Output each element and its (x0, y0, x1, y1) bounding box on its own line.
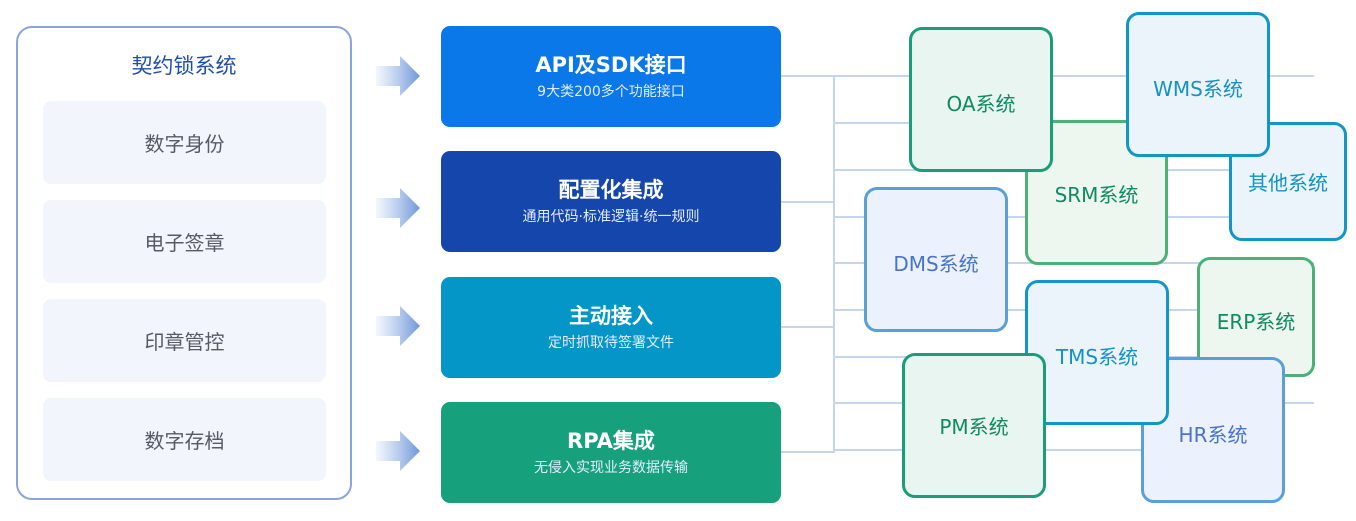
arrow-right-icon (376, 188, 420, 228)
method-subtitle: 通用代码·标准逻辑·统一规则 (522, 208, 700, 225)
module-digital-identity: 数字身份 (43, 101, 326, 184)
method-card-active-access: 主动接入 定时抓取待签署文件 (441, 277, 781, 378)
arrow-right-icon (376, 306, 420, 346)
method-card-rpa: RPA集成 无侵入实现业务数据传输 (441, 402, 781, 503)
arrow-right-icon (376, 56, 420, 96)
contract-lock-system-panel: 契约锁系统 数字身份 电子签章 印章管控 数字存档 (16, 26, 352, 500)
system-box-tms: TMS系统 (1025, 280, 1169, 425)
method-card-configuration: 配置化集成 通用代码·标准逻辑·统一规则 (441, 151, 781, 252)
module-e-signature: 电子签章 (43, 200, 326, 283)
connector-line (781, 75, 834, 77)
module-seal-control: 印章管控 (43, 299, 326, 382)
method-title: RPA集成 (567, 428, 655, 453)
arrow-right-icon (376, 431, 420, 471)
system-box-pm: PM系统 (902, 353, 1046, 498)
system-box-oa: OA系统 (909, 27, 1053, 172)
connector-line (781, 201, 834, 203)
method-subtitle: 无侵入实现业务数据传输 (534, 459, 688, 476)
connector-line (781, 451, 834, 453)
connector-line (834, 75, 1314, 77)
method-title: 配置化集成 (558, 177, 664, 202)
method-subtitle: 定时抓取待签署文件 (548, 334, 674, 351)
method-title: 主动接入 (569, 303, 653, 328)
method-subtitle: 9大类200多个功能接口 (537, 83, 685, 100)
module-digital-archive: 数字存档 (43, 398, 326, 481)
system-box-wms: WMS系统 (1126, 12, 1270, 157)
method-title: API及SDK接口 (535, 52, 687, 77)
method-card-api-sdk: API及SDK接口 9大类200多个功能接口 (441, 26, 781, 127)
connector-trunk (833, 75, 835, 453)
connector-line (781, 326, 834, 328)
system-box-dms: DMS系统 (864, 187, 1008, 332)
panel-title: 契约锁系统 (131, 54, 237, 78)
